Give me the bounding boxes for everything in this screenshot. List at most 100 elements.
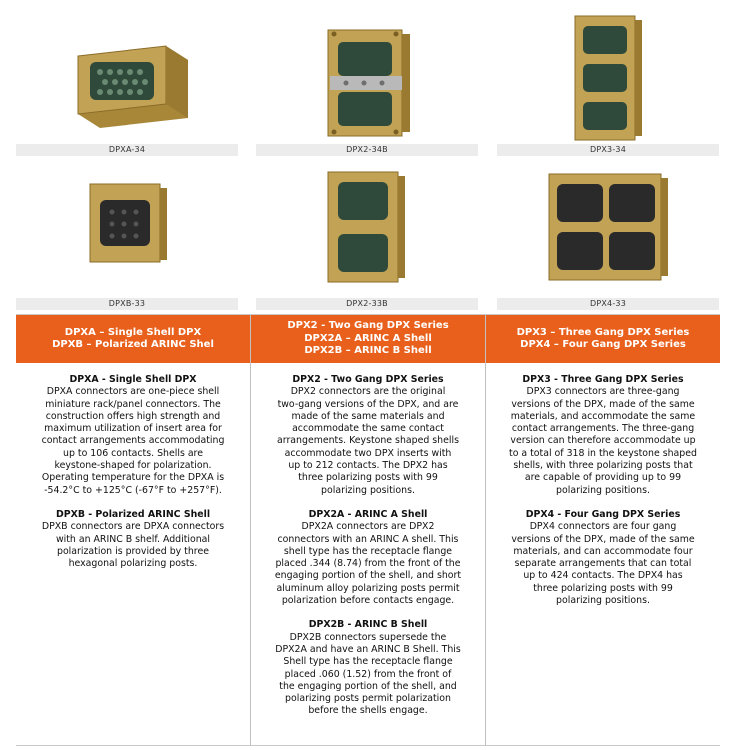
product-caption: DPXB-33 [16, 298, 238, 310]
text-line: DPXA connectors are one-piece shell [46, 386, 220, 398]
text-line: Operating temperature for the DPXA is [41, 472, 225, 484]
header-line: DPX3 – Three Gang DPX Series [516, 326, 690, 338]
spec-table: DPXA – Single Shell DPX DPXB – Polarized… [16, 314, 720, 746]
header-line: DPX2A – ARINC A Shell [304, 332, 432, 344]
section-dpx3: DPX3 - Three Gang DPX Series DPX3 connec… [486, 374, 720, 497]
section-dpxb: DPXB - Polarized ARINC Shell DPXB connec… [16, 509, 250, 570]
product-caption: DPX2-34B [256, 144, 478, 156]
product-dpxa-34: DPXA-34 [16, 12, 238, 156]
text-line: -54.2°C to +125°C (-67°F to +257°F). [44, 484, 222, 496]
column-dpx3-dpx4: DPX3 - Three Gang DPX Series DPX3 connec… [486, 363, 720, 745]
column-divider [485, 315, 486, 745]
column-dpxa-dpxb: DPXA - Single Shell DPX DPXA connectors … [16, 363, 250, 745]
connector-image [497, 166, 719, 298]
text-line: polarizing positions. [556, 595, 650, 607]
text-line: hexagonal polarizing posts. [68, 558, 198, 570]
text-line: contact arrangements. The three-gang [511, 423, 695, 435]
product-caption: DPXA-34 [16, 144, 238, 156]
product-dpx2-34b: DPX2-34B [256, 12, 478, 156]
text-line: DPX2 connectors are the original [290, 386, 446, 398]
text-line: placed .344 (8.74) from the front of the [275, 558, 461, 570]
text-line: keystone-shaped for polarization. [54, 460, 212, 472]
product-caption: DPX3-34 [497, 144, 719, 156]
text-line: three polarizing posts with 99 [298, 472, 438, 484]
text-line: shells, with three polarizing posts that [513, 460, 693, 472]
connector-image [497, 12, 719, 144]
section-title: DPX3 - Three Gang DPX Series [522, 374, 684, 385]
text-line: materials, and can accommodate four [513, 545, 693, 557]
header-line: DPXA – Single Shell DPX [64, 326, 202, 338]
section-title: DPX2 - Two Gang DPX Series [292, 374, 444, 385]
text-line: maximum utilization of insert area for [44, 423, 222, 435]
column-dpx2: DPX2 - Two Gang DPX Series DPX2 connecto… [251, 363, 485, 745]
section-title: DPX4 - Four Gang DPX Series [525, 508, 681, 520]
text-line: polarizing positions. [321, 484, 415, 496]
column-header-dpx2: DPX2 - Two Gang DPX Series DPX2A – ARINC… [251, 315, 485, 363]
text-line: DPX2B connectors supersede the [289, 631, 447, 643]
product-dpxb-33: DPXB-33 [16, 166, 238, 310]
header-line: DPX2 - Two Gang DPX Series [287, 320, 449, 332]
text-line: versions of the DPX, made of the same [511, 398, 695, 410]
column-header-dpxa-dpxb: DPXA – Single Shell DPX DPXB – Polarized… [16, 315, 250, 363]
text-line: up to 424 contacts. The DPX4 has [523, 570, 683, 582]
section-title: DPXB - Polarized ARINC Shell [55, 508, 211, 520]
header-line: DPXB – Polarized ARINC Shel [52, 339, 214, 350]
header-line: DPX2B – ARINC B Shell [304, 345, 432, 357]
text-line: with an ARINC B shelf. Additional [55, 533, 211, 545]
text-line: arrangements. Keystone shaped shells [277, 435, 459, 447]
column-divider [250, 315, 251, 745]
text-line: connectors with an ARINC A shell. This [277, 533, 459, 545]
connector-image [16, 166, 238, 298]
text-line: DPXB connectors are DPXA connectors [41, 521, 225, 533]
product-dpx3-34: DPX3-34 [497, 12, 719, 156]
column-header-dpx3-dpx4: DPX3 – Three Gang DPX Series DPX4 – Four… [486, 315, 720, 363]
text-line: made of the same materials and [291, 410, 445, 422]
text-line: DPX3 connectors are three-gang [526, 386, 680, 398]
product-caption: DPX4-33 [497, 298, 719, 310]
text-line: DPX2A connectors are DPX2 [301, 521, 435, 533]
section-title: DPX2A - ARINC A Shell [308, 508, 428, 520]
connector-image [256, 166, 478, 298]
text-line: two-gang versions of the DPX, and are [277, 398, 459, 410]
section-dpxa: DPXA - Single Shell DPX DPXA connectors … [16, 374, 250, 497]
text-line: aluminum alloy polarizing posts permit [276, 582, 460, 594]
text-line: are capable of providing up to 99 [524, 472, 682, 484]
connector-image [16, 12, 238, 144]
header-line: DPX4 – Four Gang DPX Series [520, 339, 686, 350]
text-line: polarization is provided by three [57, 545, 209, 557]
text-line: versions of the DPX, made of the same [511, 533, 695, 545]
section-dpx2a: DPX2A - ARINC A Shell DPX2A connectors a… [251, 509, 485, 607]
text-line: the engaging portion of the shell, and [279, 680, 457, 692]
text-line: polarizing posts permit polarization [285, 693, 451, 705]
text-line: up to 106 contacts. Shells are [63, 447, 203, 459]
product-dpx2-33b: DPX2-33B [256, 166, 478, 310]
text-line: polarization before contacts engage. [281, 595, 455, 607]
text-line: before the shells engage. [308, 705, 428, 717]
text-line: accommodate the same contact [292, 423, 444, 435]
text-line: to a total of 318 in the keystone shaped [509, 447, 697, 459]
text-line: three polarizing posts with 99 [533, 582, 673, 594]
section-dpx4: DPX4 - Four Gang DPX Series DPX4 connect… [486, 509, 720, 607]
text-line: version can therefore accommodate up [510, 435, 696, 447]
text-line: polarizing positions. [556, 484, 650, 496]
text-line: DPX4 connectors are four gang [529, 521, 677, 533]
text-line: Shell type has the receptacle flange [283, 656, 453, 668]
text-line: engaging portion of the shell, and short [274, 570, 462, 582]
product-dpx4-33: DPX4-33 [497, 166, 719, 310]
product-caption: DPX2-33B [256, 298, 478, 310]
text-line: materials, and accommodate the same [510, 410, 696, 422]
text-line: placed .060 (1.52) from the front of [284, 668, 452, 680]
text-line: contact arrangements accommodating [41, 435, 225, 447]
text-line: separate arrangements that can total [514, 558, 692, 570]
section-dpx2: DPX2 - Two Gang DPX Series DPX2 connecto… [251, 374, 485, 497]
text-line: up to 212 contacts. The DPX2 has [288, 460, 448, 472]
section-dpx2b: DPX2B - ARINC B Shell DPX2B connectors s… [251, 619, 485, 717]
text-line: accommodate two DPX inserts with [284, 447, 452, 459]
section-title: DPXA - Single Shell DPX [69, 374, 197, 385]
section-title: DPX2B - ARINC B Shell [308, 619, 428, 631]
text-line: construction offers high strength and [45, 410, 221, 422]
text-line: miniature rack/panel connectors. The [45, 398, 221, 410]
text-line: shell type has the receptacle flange [283, 545, 453, 557]
text-line: DPX2A and have an ARINC B Shell. This [275, 643, 461, 655]
connector-image [256, 12, 478, 144]
